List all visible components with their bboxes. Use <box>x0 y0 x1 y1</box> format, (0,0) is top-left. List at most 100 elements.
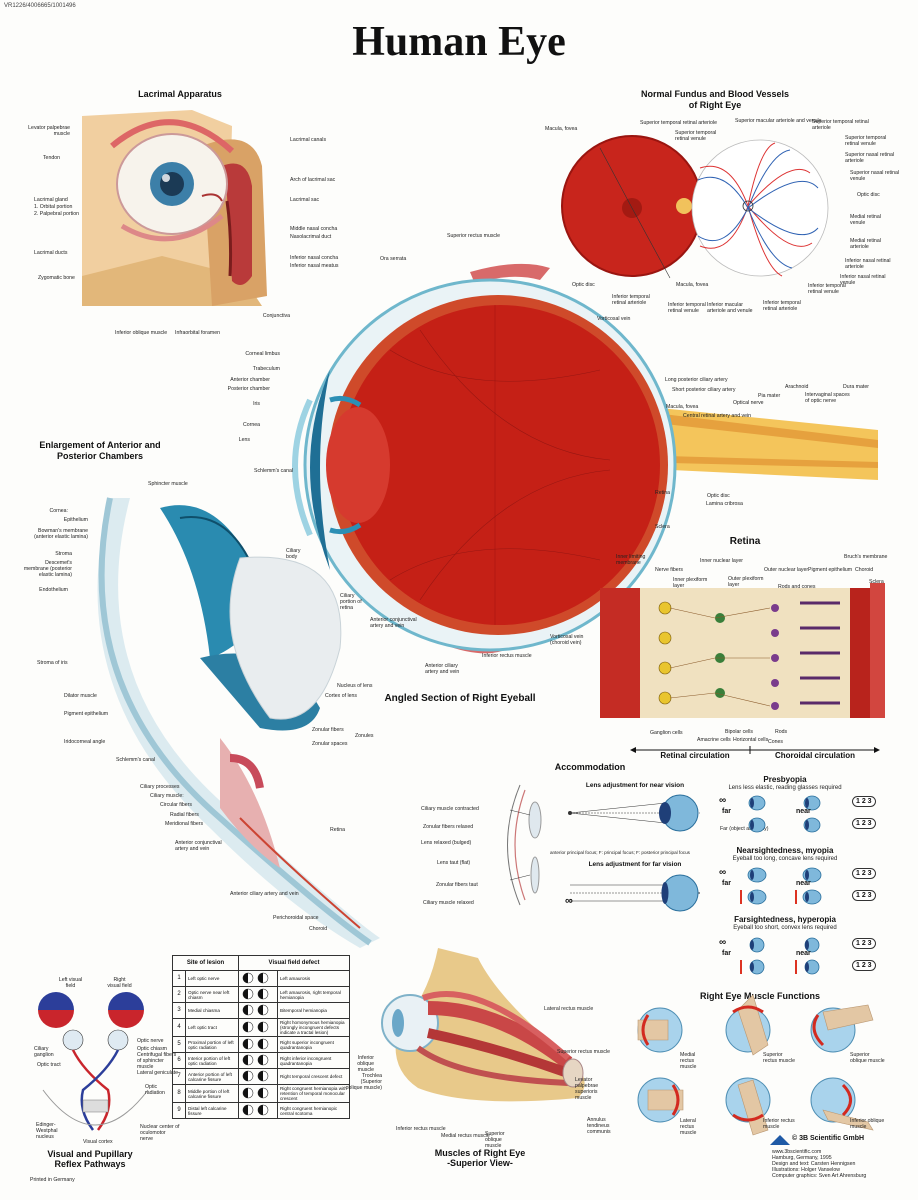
chambers-label: Zonular spaces <box>312 741 348 747</box>
condition-title: Nearsightedness, myopia <box>736 846 834 855</box>
lesion-number: 3 <box>172 1002 186 1019</box>
near-label: near <box>796 808 811 815</box>
accommodation-ciliary <box>507 784 542 906</box>
chambers-label: Radial fibers <box>170 812 199 818</box>
fundus-label: Inferior temporal retinal venule <box>808 283 846 295</box>
eyeball-label: Pia mater <box>758 393 781 399</box>
fundus-label: Superior temporal retinal venule <box>675 130 717 142</box>
lesion-site: Optic nerve near left chiasm <box>185 986 239 1003</box>
lacrimal-label: Middle nasal concha <box>290 226 338 232</box>
fundus-label: Macula, fovea <box>676 282 709 288</box>
reading-chart: 1 2 3 <box>852 868 876 879</box>
infinity-label: ∞ <box>719 795 727 806</box>
lacrimal-label: Lacrimal sac <box>290 197 320 203</box>
fundus-label: Medial retinal arteriole <box>850 238 881 250</box>
muscles-title-2: -Superior View- <box>447 1158 513 1168</box>
far-label: far <box>722 950 731 957</box>
publisher-line: Computer graphics: Sven Art Ahrensburg <box>772 1173 867 1179</box>
fundus-label: Inferior temporal retinal arteriole <box>763 300 801 312</box>
eyeball-label: Optical nerve <box>733 400 764 406</box>
publisher-logo <box>770 1135 790 1145</box>
retina-label: Rods and cones <box>778 584 816 590</box>
retina-label: Bruch's membrane <box>844 554 888 560</box>
lesion-defect: Right homonymous hemianopia (strongly in… <box>277 1018 350 1037</box>
lesion-defect: Right congruent hemianopic central scoto… <box>277 1102 350 1119</box>
chambers-label: Nucleus of lens <box>337 683 373 689</box>
chambers-label: Cornea: <box>49 508 68 514</box>
lacrimal-label: Lacrimal canals <box>290 137 327 143</box>
muscles-illustration <box>381 948 585 1102</box>
condition-note: Eyeball too long, concave lens required <box>732 856 838 862</box>
pathway-label: Visual cortex <box>83 1139 113 1145</box>
chambers-label: Perichoroidal space <box>273 915 319 921</box>
field-defect-icon <box>238 1036 278 1053</box>
eyeball-label: Long posterior ciliary artery <box>665 377 728 383</box>
visual-pathways-illustration <box>38 992 149 1131</box>
eyeball-label: Central retinal artery and vein <box>683 413 752 419</box>
pathway-label: Lateral geniculate <box>137 1070 178 1076</box>
lacrimal-label: Tendon <box>42 155 60 161</box>
lesion-defect: Bitemporal hemianopia <box>277 1002 350 1019</box>
lacrimal-label: Inferior nasal concha <box>290 255 339 261</box>
retina-label: Sclera <box>869 579 884 585</box>
lesion-number: 8 <box>172 1084 186 1103</box>
lesion-site: Middle portion of left calcarine fissure <box>185 1084 239 1103</box>
pathway-label: Nuclear center of oculomotor nerve <box>140 1124 180 1142</box>
printed-in: Printed in Germany <box>30 1177 75 1183</box>
eyeball-label: Vorticosal vein <box>597 316 631 322</box>
chambers-label: Anterior conjunctival artery and vein <box>175 840 222 852</box>
field-defect-icon <box>238 1102 278 1119</box>
defect-col-header: Visual field defect <box>238 955 350 971</box>
lacrimal-label: Lacrimal ducts <box>34 250 68 256</box>
retinal-circulation: Retinal circulation <box>660 751 730 760</box>
accommodation-title: Accommodation <box>554 762 626 772</box>
eyeball-label: Lens <box>238 437 250 443</box>
eyeball-label: Arachnoid <box>785 384 809 390</box>
fundus-label: Inferior temporal retinal arteriole <box>612 294 650 306</box>
near-vision-diagram <box>568 794 700 832</box>
condition-note: Lens less elastic, reading glasses requi… <box>728 785 842 791</box>
eyeball-label: Vorticosal vein (choroid vein) <box>550 634 584 646</box>
eyeball-label: Short posterior ciliary artery <box>672 387 736 393</box>
eyeball-label: Superior rectus muscle <box>447 233 501 239</box>
infinity-label: ∞ <box>719 937 727 948</box>
lacrimal-label: Zygomatic bone <box>38 275 75 281</box>
eyeball-label: Schlemm's canal <box>254 468 294 474</box>
condition-title: Farsightedness, hyperopia <box>734 915 836 924</box>
retina-label: Horizontal cells <box>733 737 769 743</box>
chambers-label: Stroma <box>55 551 72 557</box>
lesion-site: Anterior portion of left calcarine fissu… <box>185 1068 239 1085</box>
fundus-label: Superior nasal retinal arteriole <box>845 152 895 164</box>
muscle-label: Annulus tendineus communis <box>587 1117 611 1135</box>
retina-label: Rods <box>775 729 788 735</box>
chambers-label: Zonular fibers <box>312 727 344 733</box>
chambers-label: Meridional fibers <box>165 821 204 827</box>
field-defect-icon <box>238 986 278 1003</box>
muscle-label: Superior rectus muscle <box>557 1049 611 1055</box>
near-vision-title: Lens adjustment for near vision <box>585 782 685 789</box>
fundus-title-1: Normal Fundus and Blood Vessels <box>640 89 790 99</box>
muscle-label: Inferior rectus muscle <box>396 1126 446 1132</box>
chambers-label: Dilator muscle <box>64 693 97 699</box>
pathway-label: Optic chiasm <box>137 1046 167 1052</box>
eyeball-label: Posterior chamber <box>227 386 270 392</box>
muscle-function-label: Lateral rectus muscle <box>680 1118 697 1136</box>
eyeball-label: Intervaginal spaces of optic nerve <box>805 392 850 404</box>
fundus-label: Inferior macular arteriole and venule <box>707 302 753 314</box>
chambers-label: Sphincter muscle <box>148 481 188 487</box>
muscle-function-label: Inferior oblique muscle <box>850 1118 885 1130</box>
muscle-label: Medial rectus muscle <box>441 1133 490 1139</box>
lesion-number: 4 <box>172 1018 186 1037</box>
infinity-label: ∞ <box>565 895 573 907</box>
accommodation-label: Zonular fibers relaxed <box>423 824 474 830</box>
lacrimal-label: Infraorbital foramen <box>175 330 220 336</box>
reading-chart: 1 2 3 <box>852 818 876 829</box>
eyeball-label: Cornea <box>242 422 260 428</box>
fundus-label: Macula, fovea <box>545 126 578 132</box>
chambers-label: Anterior ciliary artery and vein <box>230 891 299 897</box>
